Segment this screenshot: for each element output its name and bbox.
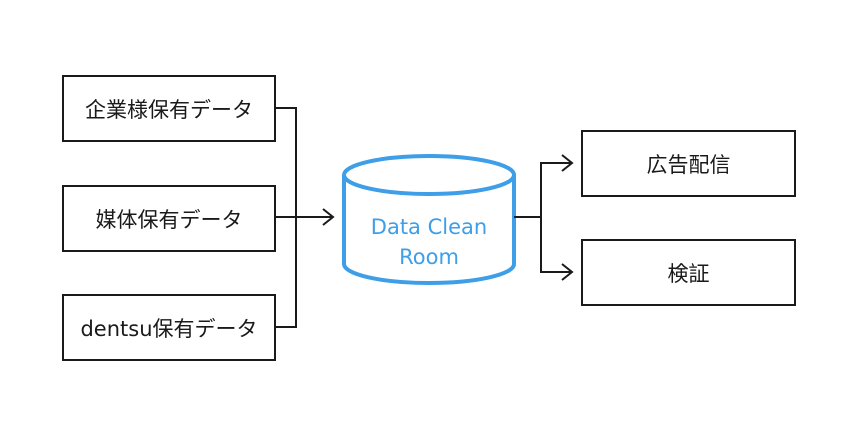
output-box-ad-delivery: 広告配信 — [581, 130, 796, 197]
arrowhead-to-database — [322, 208, 335, 226]
output-label: 検証 — [667, 261, 710, 286]
source-label: 企業様保有データ — [85, 97, 253, 122]
source-label: dentsu保有データ — [80, 316, 258, 341]
source-connectors — [276, 107, 333, 328]
connector-source-3 — [276, 217, 297, 328]
connector-output-1 — [540, 162, 572, 217]
database-cylinder — [342, 154, 516, 285]
arrowhead-to-output-2 — [561, 263, 574, 281]
source-box-client-data: 企業様保有データ — [62, 75, 276, 142]
database-label-line2: Room — [399, 245, 459, 269]
cylinder-body — [342, 175, 516, 285]
output-label: 広告配信 — [646, 152, 731, 177]
connector-source-1 — [276, 107, 297, 217]
output-connectors — [514, 162, 572, 273]
source-label: 媒体保有データ — [95, 207, 243, 232]
source-box-dentsu-data: dentsu保有データ — [62, 294, 276, 361]
output-box-verification: 検証 — [581, 239, 796, 306]
connector-output-2 — [540, 217, 572, 273]
arrowhead-to-output-1 — [561, 154, 574, 172]
source-box-media-data: 媒体保有データ — [62, 185, 276, 252]
database-label: Data Clean Room — [343, 212, 515, 272]
database-label-line1: Data Clean — [370, 215, 488, 239]
cylinder-top — [342, 154, 516, 196]
